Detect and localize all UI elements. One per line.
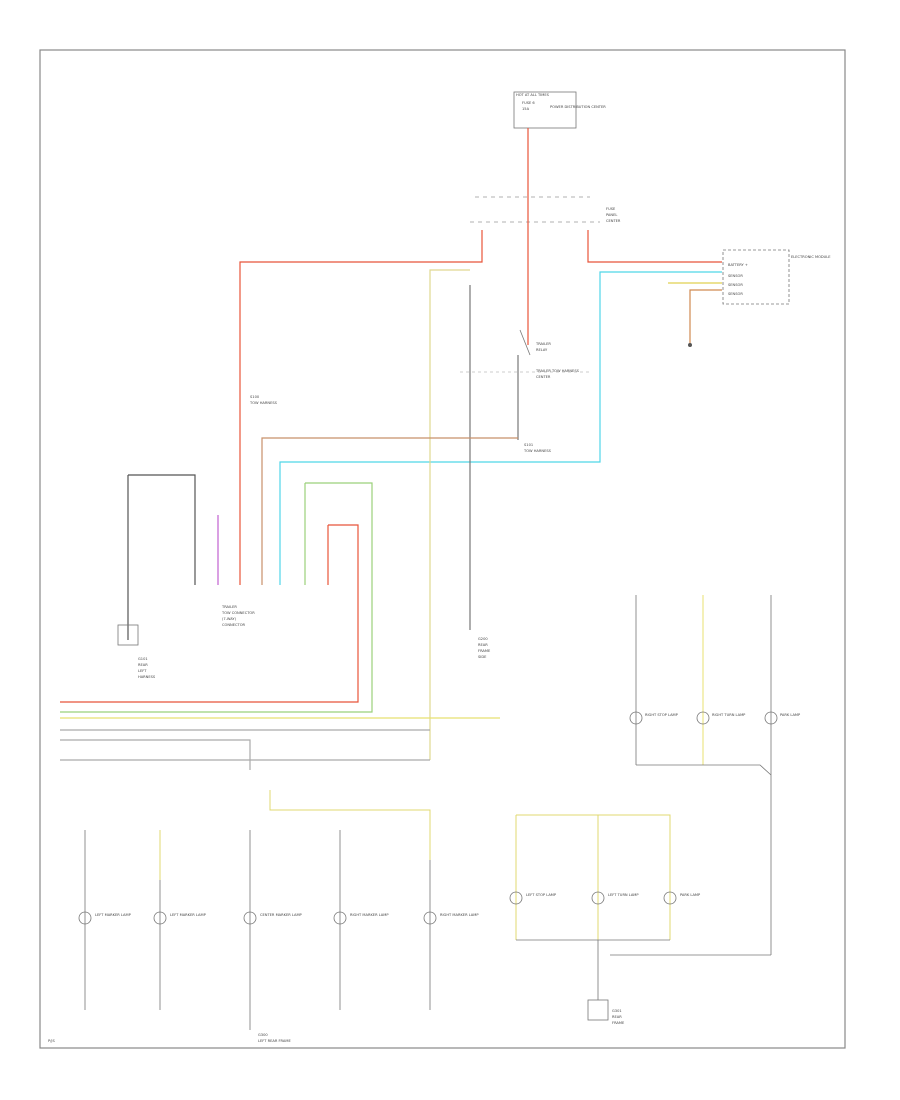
ground-module-dot bbox=[688, 343, 692, 347]
svg-text:SENSOR: SENSOR bbox=[728, 283, 743, 287]
splice-a-label: S100 bbox=[250, 395, 260, 399]
wire-red-left bbox=[239, 230, 483, 585]
svg-text:CONNECTOR: CONNECTOR bbox=[222, 623, 246, 627]
wire-red-short bbox=[60, 524, 359, 703]
svg-text:SIDE: SIDE bbox=[478, 655, 487, 659]
svg-text:HARNESS: HARNESS bbox=[138, 675, 156, 679]
svg-text:FRAME: FRAME bbox=[612, 1021, 625, 1025]
svg-text:G300: G300 bbox=[258, 1033, 268, 1037]
svg-text:LEFT STOP LAMP: LEFT STOP LAMP bbox=[526, 893, 557, 897]
svg-text:HOT AT ALL TIMES: HOT AT ALL TIMES bbox=[516, 93, 550, 97]
svg-text:G200: G200 bbox=[478, 637, 488, 641]
svg-text:TRAILER: TRAILER bbox=[221, 605, 237, 609]
svg-text:ELECTRONIC MODULE: ELECTRONIC MODULE bbox=[791, 255, 831, 259]
bottom-marker-lamps: LEFT MARKER LAMP LEFT MARKER LAMP CENTER… bbox=[78, 790, 479, 1043]
svg-text:SENSOR: SENSOR bbox=[728, 292, 743, 296]
svg-text:CENTER: CENTER bbox=[606, 219, 621, 223]
splice-b-sub: TOW HARNESS bbox=[523, 449, 552, 453]
left-lamps-group: LEFT STOP LAMP LEFT TURN LAMP PARK LAMP … bbox=[509, 814, 771, 1025]
svg-text:POWER DISTRIBUTION CENTER: POWER DISTRIBUTION CENTER bbox=[550, 105, 606, 109]
svg-text:RIGHT MARKER LAMP: RIGHT MARKER LAMP bbox=[350, 913, 389, 917]
wire-orange-module bbox=[689, 289, 722, 345]
svg-text:RELAY: RELAY bbox=[536, 348, 548, 352]
svg-text:LEFT: LEFT bbox=[138, 669, 147, 673]
power-distribution-center: HOT AT ALL TIMES FUSE 6 15A POWER DISTRI… bbox=[513, 91, 606, 129]
svg-text:SENSOR: SENSOR bbox=[728, 274, 743, 278]
svg-text:FUSE 6: FUSE 6 bbox=[522, 101, 535, 105]
svg-text:G101: G101 bbox=[138, 657, 148, 661]
svg-text:BATTERY +: BATTERY + bbox=[728, 263, 748, 267]
svg-text:G301: G301 bbox=[612, 1009, 622, 1013]
ground-g200: G200 REAR FRAME SIDE bbox=[478, 637, 491, 659]
svg-text:TRAILER TOW HARNESS: TRAILER TOW HARNESS bbox=[535, 369, 580, 373]
trailer-relay: TRAILER RELAY TRAILER TOW HARNESS CENTER bbox=[460, 329, 590, 379]
svg-text:CENTER: CENTER bbox=[536, 375, 551, 379]
wire-gray-harness bbox=[60, 729, 430, 770]
wire-tan bbox=[261, 437, 518, 585]
fuse-block: FUSE PANEL CENTER bbox=[470, 196, 621, 223]
diagram-border bbox=[39, 49, 846, 1049]
electronic-module: ELECTRONIC MODULE BATTERY + SENSOR SENSO… bbox=[722, 249, 831, 305]
svg-text:PARK LAMP: PARK LAMP bbox=[780, 713, 801, 717]
svg-text:REAR: REAR bbox=[138, 663, 148, 667]
svg-text:REAR: REAR bbox=[612, 1015, 622, 1019]
right-lamps-group: RIGHT STOP LAMP RIGHT TURN LAMP PARK LAM… bbox=[629, 595, 801, 955]
svg-text:TRAILER: TRAILER bbox=[535, 342, 551, 346]
splice-b-label: S101 bbox=[524, 443, 533, 447]
svg-text:LEFT REAR FRAME: LEFT REAR FRAME bbox=[258, 1039, 291, 1043]
trailer-connector: TRAILER TOW CONNECTOR (7-WAY) CONNECTOR bbox=[221, 605, 255, 627]
svg-text:FRAME: FRAME bbox=[478, 649, 491, 653]
svg-text:PARK LAMP: PARK LAMP bbox=[680, 893, 701, 897]
wire-green bbox=[60, 482, 373, 713]
page-id: P/JS bbox=[48, 1039, 55, 1043]
ground-g101 bbox=[117, 624, 139, 646]
wire-red-right bbox=[587, 230, 722, 263]
splice-a-sub: TOW HARNESS bbox=[249, 401, 278, 405]
svg-text:REAR: REAR bbox=[478, 643, 488, 647]
svg-text:CENTER MARKER LAMP: CENTER MARKER LAMP bbox=[260, 913, 303, 917]
svg-text:TOW CONNECTOR: TOW CONNECTOR bbox=[221, 611, 255, 615]
svg-text:LEFT TURN LAMP: LEFT TURN LAMP bbox=[608, 893, 639, 897]
wire-cyan-module bbox=[279, 271, 722, 585]
svg-text:15A: 15A bbox=[522, 107, 530, 111]
svg-text:PANEL: PANEL bbox=[606, 213, 617, 217]
svg-text:RIGHT TURN LAMP: RIGHT TURN LAMP bbox=[712, 713, 746, 717]
svg-text:LEFT MARKER LAMP: LEFT MARKER LAMP bbox=[170, 913, 207, 917]
svg-text:(7-WAY): (7-WAY) bbox=[222, 617, 237, 621]
wire-black-left bbox=[127, 474, 196, 640]
svg-text:RIGHT MARKER LAMP: RIGHT MARKER LAMP bbox=[440, 913, 479, 917]
wire-yellow-vertical bbox=[429, 269, 470, 760]
svg-text:RIGHT STOP LAMP: RIGHT STOP LAMP bbox=[645, 713, 679, 717]
svg-text:FUSE: FUSE bbox=[606, 207, 616, 211]
svg-text:LEFT MARKER LAMP: LEFT MARKER LAMP bbox=[95, 913, 132, 917]
